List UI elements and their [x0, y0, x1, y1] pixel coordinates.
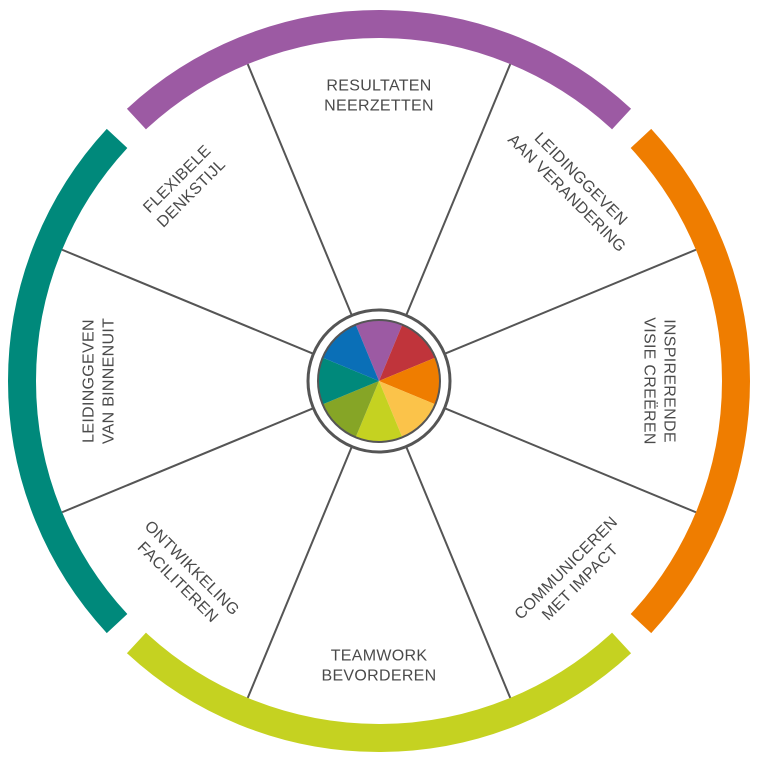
competency-label-line: RESULTATEN [326, 78, 431, 95]
hub-inner-circle [317, 319, 441, 443]
competency-label-line: VISIE CREËREN [641, 317, 659, 445]
ring-segment-bottom [126, 632, 632, 752]
segment-divider [405, 446, 512, 699]
segment-divider [444, 248, 697, 355]
segment-divider [405, 63, 512, 316]
segment-divider [61, 248, 314, 355]
outer-ring [8, 10, 750, 752]
hub-slice [379, 381, 436, 438]
ring-segment-top [126, 10, 632, 130]
competency-label-line: NEERZETTEN [324, 98, 434, 115]
hub-slice [355, 381, 403, 442]
competency-label-line: VAN BINNENUIT [101, 318, 118, 444]
segment-divider [246, 63, 353, 316]
competency-label: TEAMWORK BEVORDEREN [321, 648, 436, 685]
segment-divider [444, 407, 697, 514]
ring-label-bottom: RELATIONEEL LEIDERSCHAP [217, 571, 541, 646]
hub-slice [379, 357, 440, 405]
hub-slice [355, 319, 403, 381]
competency-label-line: BEVORDEREN [321, 668, 436, 685]
competency-label-line: LEIDINGGEVEN [81, 319, 98, 443]
center-hub [306, 308, 452, 454]
hub-slice [379, 324, 436, 381]
segment-divider [246, 446, 353, 699]
ring-segment-right [630, 128, 750, 634]
hub-slice [318, 357, 379, 405]
hub-color-wheel [318, 319, 440, 442]
ring-segment-left [8, 128, 128, 634]
competency-label-line: INSPIRERENDE [661, 319, 678, 443]
segment-divider [61, 407, 314, 514]
hub-slice [322, 381, 379, 438]
competency-label: RESULTATEN NEERZETTEN [324, 78, 434, 115]
segment-dividers [61, 63, 697, 699]
competency-label-line: AAN VERANDERING [504, 131, 629, 256]
competency-label-line: TEAMWORK [331, 648, 428, 665]
hub-slice [322, 324, 379, 381]
